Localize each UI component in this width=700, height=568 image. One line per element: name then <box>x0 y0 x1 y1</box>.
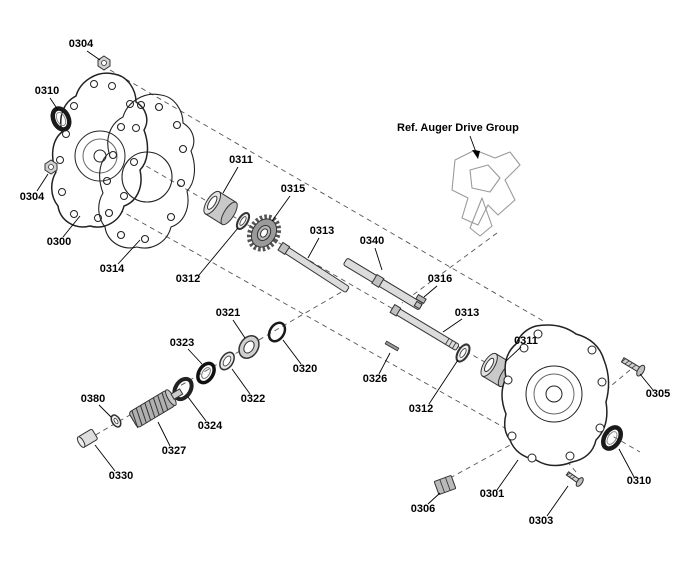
part-0313-shaft-lower <box>389 303 460 351</box>
part-0312-washer-upper <box>235 212 251 230</box>
label-0340: 0340 <box>360 235 384 247</box>
part-0380-washer <box>110 414 122 428</box>
part-0301-cover <box>501 324 610 467</box>
label-0330: 0330 <box>109 470 133 482</box>
part-0306-bushing <box>433 475 457 495</box>
label-0312-upper: 0312 <box>176 273 200 285</box>
part-0321-bearing <box>238 335 260 359</box>
label-0310-left: 0310 <box>35 85 59 97</box>
label-0312-lower: 0312 <box>409 403 433 415</box>
label-0380: 0380 <box>81 393 105 405</box>
label-0314: 0314 <box>100 263 125 275</box>
part-0330-plug <box>76 428 98 448</box>
label-0323: 0323 <box>170 337 194 349</box>
ref-arrow <box>469 135 480 159</box>
part-0326-pin <box>384 340 400 352</box>
part-0313-shaft-upper <box>277 241 350 293</box>
part-0327-worm-gear <box>129 388 184 429</box>
part-0320-oring <box>267 321 287 343</box>
label-0321: 0321 <box>216 307 240 319</box>
part-0303-screw <box>565 471 584 487</box>
label-0315: 0315 <box>281 183 305 195</box>
part-0322-washer <box>219 351 235 371</box>
part-0305-screw <box>620 356 646 377</box>
label-0324: 0324 <box>198 420 223 432</box>
part-0316-key <box>415 293 427 305</box>
label-0301: 0301 <box>480 488 504 500</box>
part-0314-gasket <box>98 93 196 249</box>
part-0324-seal <box>172 376 194 402</box>
part-0312-washer-lower <box>455 343 471 363</box>
part-0311-bearing-upper <box>203 190 238 226</box>
label-0304-left: 0304 <box>20 191 45 203</box>
label-ref-auger-drive-group: Ref. Auger Drive Group <box>397 122 519 134</box>
label-0326: 0326 <box>363 373 387 385</box>
label-0327: 0327 <box>162 445 186 457</box>
label-0320: 0320 <box>293 363 317 375</box>
part-0323-seal <box>196 361 216 385</box>
part-0340-shaft <box>343 258 423 310</box>
part-0304-nut-left <box>44 159 58 175</box>
leader-lines <box>36 50 654 517</box>
auger-drive-group-sketch <box>451 149 521 237</box>
label-0303: 0303 <box>529 515 553 527</box>
part-0300-housing <box>51 72 149 228</box>
label-0313-lower: 0313 <box>455 307 479 319</box>
part-0310-seal-left <box>50 106 72 132</box>
label-0313-upper: 0313 <box>310 225 334 237</box>
label-0310-right: 0310 <box>627 475 651 487</box>
part-0315-gear <box>246 214 282 252</box>
part-labels: 0304 0310 0304 0300 0314 0311 0312 0315 … <box>20 38 670 527</box>
label-0316: 0316 <box>428 273 452 285</box>
part-0310-seal-right <box>601 425 623 451</box>
label-0300: 0300 <box>47 236 71 248</box>
label-0304-upper: 0304 <box>69 38 94 50</box>
label-0306: 0306 <box>411 503 435 515</box>
label-0322: 0322 <box>241 393 265 405</box>
label-0305: 0305 <box>646 388 670 400</box>
label-0311-upper: 0311 <box>229 154 253 166</box>
part-0304-nut-upper <box>97 55 111 71</box>
label-0311-lower: 0311 <box>514 335 538 347</box>
